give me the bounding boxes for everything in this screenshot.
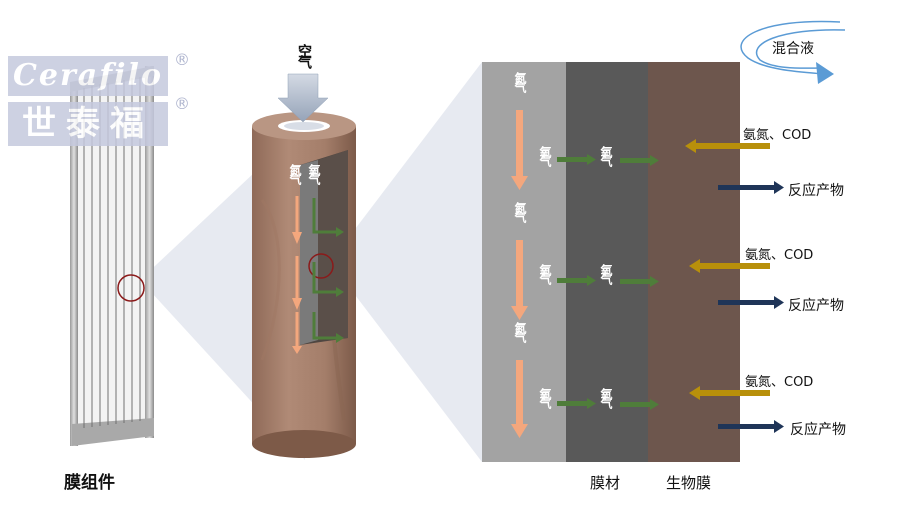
inputs-label-2: 氨氮、COD: [745, 248, 814, 263]
middle-nitrogen-label: 氮气: [288, 164, 302, 182]
logo-cjk: 世泰福: [8, 102, 168, 146]
zoom-circle-middle: [308, 253, 334, 279]
products-label-3: 反应产物: [790, 422, 846, 438]
middle-oxygen-label: 氧气: [307, 164, 321, 182]
air-inflow-arrow: [277, 73, 329, 123]
products-label-2: 反应产物: [788, 298, 844, 314]
zoom-circle-left: [117, 274, 145, 302]
registered-mark-2: ®: [174, 94, 190, 113]
zoom-cone-right: [330, 62, 482, 462]
section-oxygen-label-1b: 氧气: [599, 146, 613, 164]
membrane-cylinder: [252, 73, 356, 458]
membrane-material-label: 膜材: [590, 474, 621, 492]
oxygen-arrows: [557, 154, 659, 410]
section-oxygen-label-3b: 氧气: [599, 388, 613, 406]
section-oxygen-label-2b: 氧气: [599, 264, 613, 282]
section-oxygen-label-3a: 氧气: [538, 388, 552, 406]
section-nitrogen-label-3: 氮气: [513, 322, 527, 340]
mixed-liquor-label: 混合液: [772, 41, 814, 57]
inputs-label-1: 氨氮、COD: [743, 128, 812, 143]
cross-section: [482, 20, 846, 462]
logo: Cerafilo 世泰福 ® ®: [8, 50, 190, 160]
biofilm-label: 生物膜: [666, 474, 712, 492]
section-oxygen-label-2a: 氧气: [538, 264, 552, 282]
nitrogen-arrows: [511, 110, 528, 438]
section-nitrogen-label-1: 氮气: [513, 72, 527, 90]
logo-latin: Cerafilo: [8, 56, 168, 96]
inputs-label-3: 氨氮、COD: [745, 375, 814, 390]
registered-mark-1: ®: [174, 50, 190, 69]
mixed-liquor-arrow: [740, 20, 846, 75]
products-label-1: 反应产物: [788, 183, 844, 199]
section-nitrogen-label-2: 氮气: [513, 202, 527, 220]
air-label: 空气: [296, 44, 312, 66]
membrane-module-label: 膜组件: [64, 473, 115, 493]
section-oxygen-label-1a: 氧气: [538, 146, 552, 164]
input-arrows: [685, 139, 770, 400]
product-arrows: [718, 181, 784, 433]
